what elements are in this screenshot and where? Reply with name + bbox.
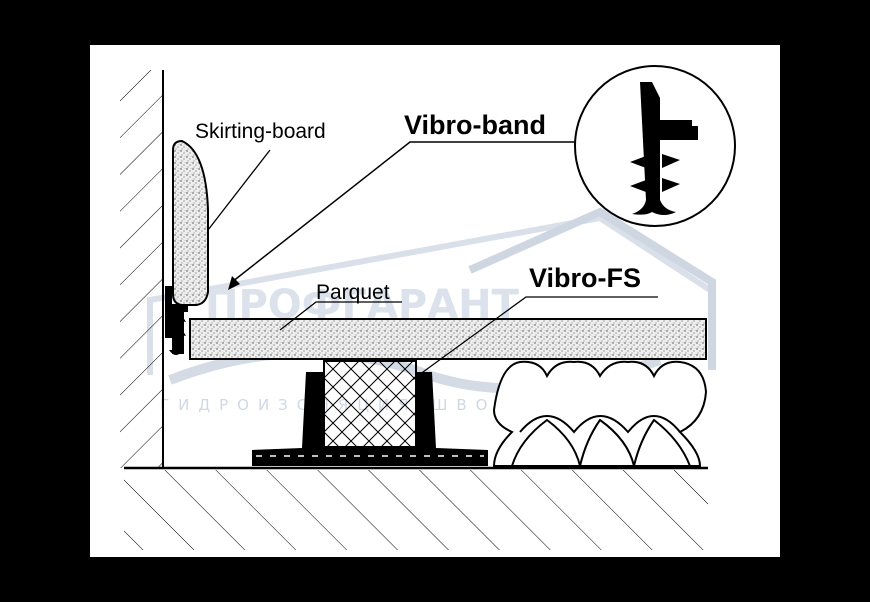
insulation — [492, 360, 708, 467]
label-vibro-band: Vibro-band — [404, 110, 546, 140]
label-parquet: Parquet — [316, 281, 390, 304]
vibro-band-leader — [231, 141, 575, 283]
wall-hatch — [120, 70, 162, 468]
vibro-band-arrow — [228, 276, 240, 290]
ground-hatch — [124, 470, 708, 550]
vibro-fs-support — [252, 372, 488, 466]
label-vibro-fs: Vibro-FS — [529, 263, 641, 293]
joist — [323, 360, 417, 448]
vibro-fs-leader — [411, 296, 658, 381]
skirting-board — [172, 139, 209, 306]
vibro-band-profile — [165, 286, 188, 355]
parquet-leader — [279, 301, 402, 331]
label-skirting-board: Skirting-board — [195, 120, 326, 143]
skirting-leader — [207, 149, 271, 231]
detail-vibro-band-profile — [630, 82, 698, 215]
parquet-board — [189, 318, 707, 360]
